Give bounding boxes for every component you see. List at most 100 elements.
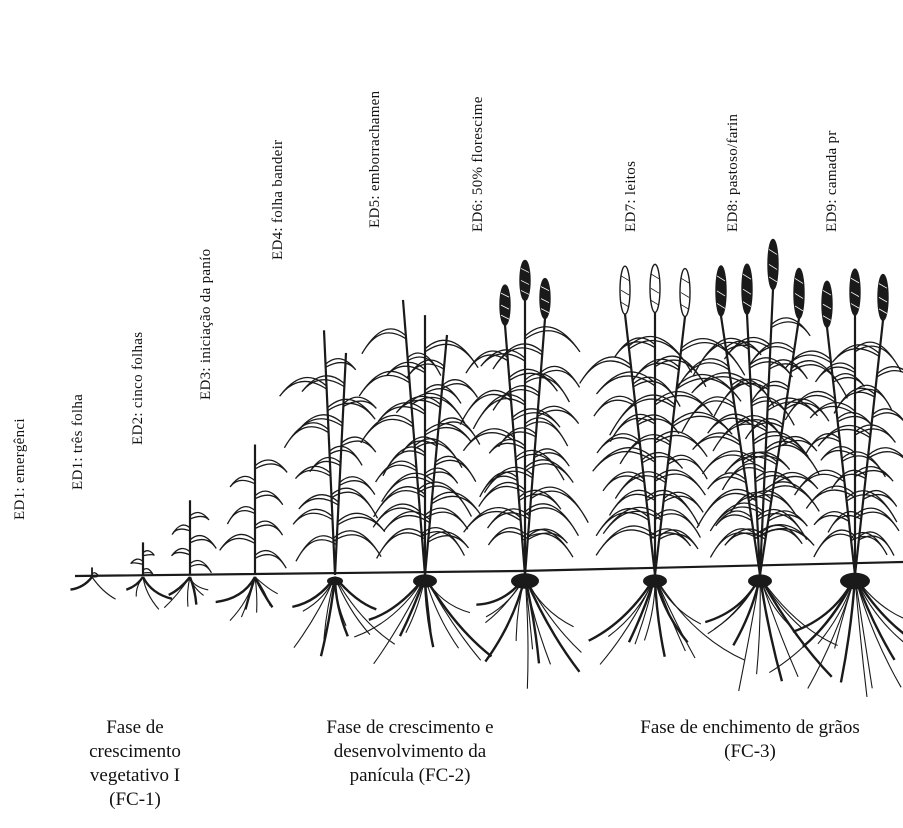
plant-5-leaf-1-6	[378, 403, 425, 422]
plant-6-leaf-1-4	[489, 439, 525, 453]
phase-fc3-line-1: Fase de enchimento de grãos	[605, 716, 895, 740]
phase-fc2-line-1: Fase de crescimento e	[285, 716, 535, 740]
plant-9-leaf-0-8	[833, 374, 865, 387]
stage-label-ed1-three-leaves: ED1: três folha	[70, 394, 87, 490]
plant-5-leaf-2-1	[384, 512, 430, 531]
plant-5-root-crown	[413, 574, 437, 587]
plant-0-root-1	[92, 577, 116, 599]
plant-5-root-7	[425, 577, 459, 648]
phase-fc1-line-3: vegetativo I	[50, 764, 220, 788]
plant-8-leaf-3-0	[725, 529, 766, 545]
plant-1-leaf-0-2	[143, 551, 154, 556]
phase-label-fc1: Fase de crescimento vegetativo I (FC-1)	[50, 716, 220, 812]
plant-0-root-0	[70, 577, 92, 590]
plant-6-leaf-1-5	[525, 418, 568, 446]
plant-4-leaf-0-8	[326, 359, 356, 370]
plant-1-leaf-0-1	[131, 559, 143, 564]
plant-9-leaf-1-5	[855, 425, 895, 443]
plant-9-leaf-2-0	[859, 532, 894, 556]
plant-7-leaf-1-4	[593, 448, 655, 472]
plant-9-root-1	[769, 577, 855, 673]
plant-8-leaf-0-1	[716, 511, 752, 526]
plant-6-leaf-1-9	[525, 327, 580, 352]
plant-9-root-12	[855, 577, 903, 659]
plant-7-leaf-2-6	[673, 412, 733, 434]
plant-9-leaf-1-0	[814, 530, 855, 557]
phase-fc1-line-2: crescimento	[50, 740, 220, 764]
plant-4-root-crown	[327, 577, 343, 586]
plant-9-leaf-2-6	[873, 409, 903, 427]
plant-7-leaf-0-7	[594, 396, 635, 416]
plant-5-leaf-1-3	[425, 468, 458, 483]
phase-fc1-line-4: (FC-1)	[50, 788, 220, 812]
plant-8-root-crown	[748, 574, 772, 587]
plant-2-leaf-0-1	[172, 548, 190, 555]
plant-2-leaf-0-0	[190, 560, 211, 572]
plant-5-leaf-0-3	[376, 461, 417, 482]
stage-label-ed1-emergence: ED1: emergênci	[12, 418, 29, 520]
plant-drawings	[70, 239, 903, 697]
plant-6-leaf-2-7	[493, 386, 539, 411]
plant-4-leaf-1-1	[338, 513, 385, 531]
plant-4-leaf-0-0	[333, 531, 381, 557]
plant-3-leaf-0-2	[255, 521, 283, 535]
plant-7-root-crown	[643, 574, 667, 587]
plant-3-leaf-0-3	[227, 507, 255, 524]
plant-5-leaf-0-9	[362, 329, 406, 354]
plant-6-root-3	[485, 577, 525, 662]
plant-7-root-10	[655, 577, 744, 660]
plant-9-leaf-2-5	[818, 426, 870, 447]
plant-3-leaf-0-4	[255, 491, 283, 505]
plant-6-leaf-0-1	[464, 508, 521, 533]
phase-fc3-line-2: (FC-3)	[605, 740, 895, 764]
phase-label-fc3: Fase de enchimento de grãos (FC-3)	[605, 716, 895, 764]
plant-8-leaf-1-7	[751, 397, 794, 425]
plant-3-leaf-0-5	[230, 476, 255, 487]
plant-7-leaf-1-7	[655, 392, 713, 416]
plant-8-leaf-0-3	[708, 473, 746, 489]
phase-label-fc2: Fase de crescimento e desenvolvimento da…	[285, 716, 535, 788]
plant-2-root-2	[188, 577, 190, 607]
stage-label-ed5-booting: ED5: emborrachamen	[367, 91, 384, 228]
plant-5-leaf-0-5	[361, 415, 413, 442]
plant-9-leaf-1-4	[821, 447, 855, 461]
plant-9-leaf-1-3	[855, 467, 893, 482]
plant-2-leaf-0-4	[190, 513, 209, 520]
stage-label-ed4-flag-leaf: ED4: folha bandeir	[270, 140, 287, 260]
plant-5-leaf-2-0	[428, 532, 468, 548]
plant-2-root-1	[164, 577, 190, 608]
plant-7-leaf-1-8	[596, 372, 655, 394]
stage-label-ed3-panicle-initiation: ED3: iniciação da panío	[198, 249, 215, 400]
plant-5-root-9	[425, 577, 491, 656]
phase-fc1-line-1: Fase de	[50, 716, 220, 740]
plant-4-leaf-1-5	[342, 437, 376, 452]
plant-1-leaf-0-0	[143, 569, 153, 575]
phase-fc2-line-2: desenvolvimento da	[285, 740, 535, 764]
plant-6-leaf-1-0	[488, 528, 525, 545]
plant-7-leaf-1-3	[655, 470, 705, 495]
plant-3-leaf-0-1	[220, 534, 255, 550]
stage-label-ed9-black-layer: ED9: camada pr	[824, 130, 841, 232]
plant-3-leaf-0-6	[255, 460, 287, 472]
plant-6-leaf-2-8	[541, 366, 580, 387]
plant-1-root-0	[126, 577, 143, 590]
plant-8-root-3	[733, 577, 760, 645]
stage-label-ed8-dough: ED8: pastoso/farin	[725, 114, 742, 232]
plant-6-leaf-1-6	[473, 395, 525, 429]
plant-6-leaf-2-2	[531, 487, 588, 523]
plant-3-root-3	[245, 577, 255, 609]
plant-1-root-3	[143, 577, 172, 599]
plant-4-leaf-0-1	[293, 509, 332, 524]
plant-2-leaf-0-3	[172, 525, 190, 534]
stage-label-ed2-five-leaves: ED2: cinco folhas	[130, 332, 147, 445]
plant-9-root-crown	[840, 573, 870, 590]
plant-5-leaf-0-7	[359, 371, 409, 396]
plant-7-root-0	[589, 577, 655, 641]
plant-3-root-6	[255, 577, 272, 607]
plant-5-leaf-2-2	[432, 492, 480, 513]
plant-5-leaf-1-0	[377, 529, 425, 559]
plant-6-root-crown	[511, 573, 539, 588]
stage-label-ed7-milk: ED7: leitos	[623, 161, 640, 232]
plant-2-leaf-0-2	[190, 536, 216, 549]
plant-8-leaf-3-1	[769, 511, 808, 526]
